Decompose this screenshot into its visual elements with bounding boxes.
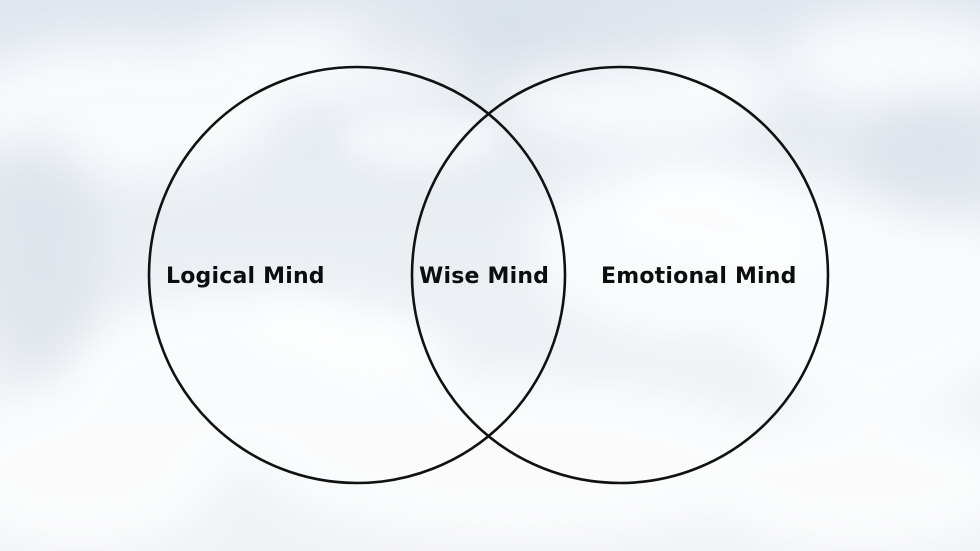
emotional-mind-label: Emotional Mind (601, 264, 797, 289)
logical-mind-label: Logical Mind (166, 264, 325, 289)
logical-mind-circle (147, 65, 567, 485)
wise-mind-label: Wise Mind (419, 264, 550, 289)
emotional-mind-circle (410, 65, 830, 485)
